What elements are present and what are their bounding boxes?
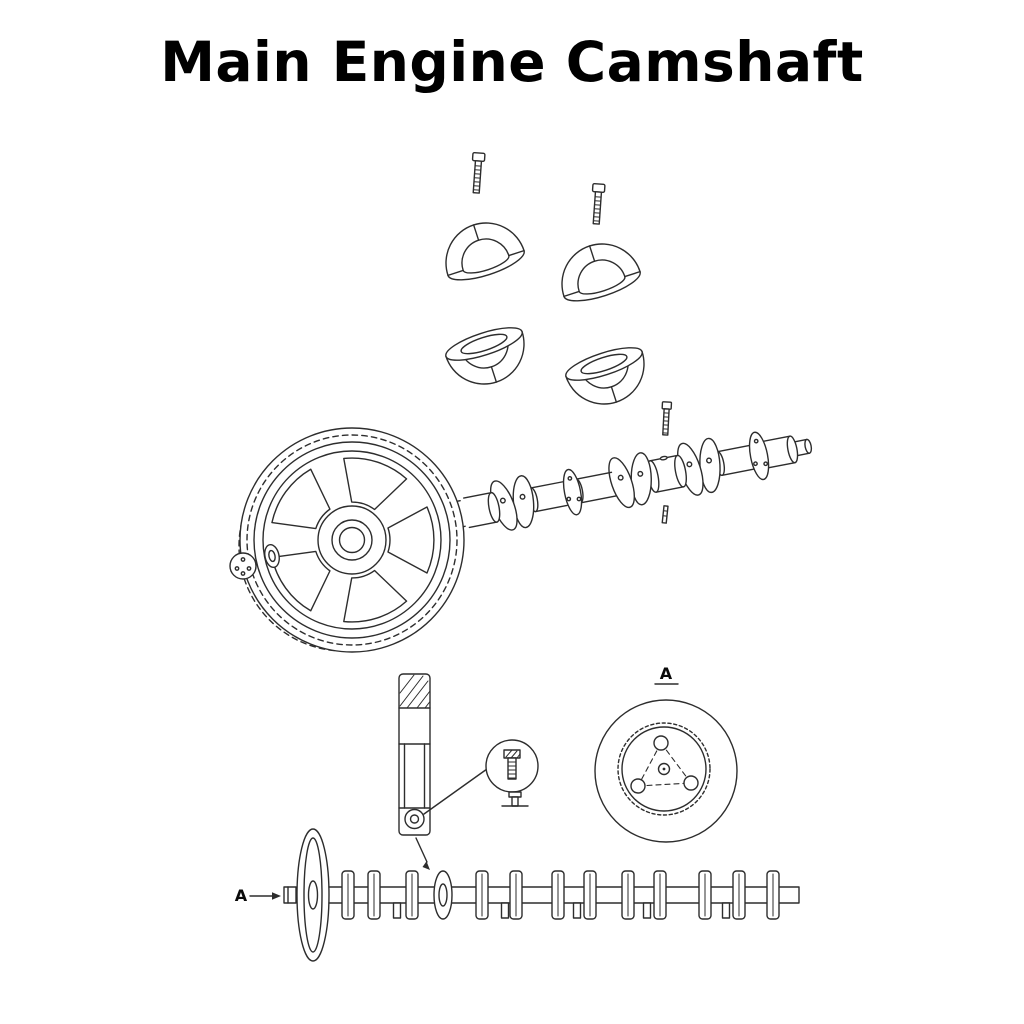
end-cap-flange bbox=[229, 552, 257, 580]
flange-disc bbox=[562, 468, 583, 516]
detail-view-label: A bbox=[660, 664, 673, 683]
bearing-shell-lower-left bbox=[441, 320, 536, 396]
bearing-shell-upper-left bbox=[434, 211, 529, 288]
gear-end-view: A bbox=[594, 664, 738, 843]
leader-line bbox=[423, 768, 488, 815]
camshaft-sprocket bbox=[238, 427, 465, 653]
cam-locking-bolt bbox=[661, 401, 673, 436]
cam-lobe bbox=[608, 457, 636, 509]
bolt-hole bbox=[653, 735, 669, 751]
follower-tab bbox=[572, 902, 582, 919]
pointer-arrow-to-shaft bbox=[415, 837, 430, 870]
camshaft-side-view: A bbox=[235, 828, 800, 962]
follower-tab bbox=[392, 902, 402, 919]
arrowhead-icon bbox=[422, 861, 430, 870]
side-view-label: A bbox=[235, 886, 248, 905]
follower-tab bbox=[500, 902, 510, 919]
gear-root bbox=[621, 726, 707, 812]
shaft-segment bbox=[716, 444, 755, 476]
bolt-detail-callout bbox=[423, 739, 539, 815]
follower-tab bbox=[642, 902, 652, 919]
bearing-bolt-right bbox=[591, 182, 606, 225]
spacer-washer bbox=[264, 543, 280, 569]
flange-disc bbox=[748, 431, 770, 481]
locking-pin bbox=[661, 505, 669, 524]
bearing-shell-lower-right bbox=[561, 340, 656, 416]
bearing-shell-upper-right bbox=[550, 232, 645, 309]
shaft-segment bbox=[575, 471, 617, 504]
shaft-end bbox=[283, 886, 297, 904]
pitch-lines bbox=[637, 742, 692, 787]
sprocket-rim bbox=[253, 441, 451, 639]
view-circle bbox=[594, 699, 738, 843]
shaft-journal bbox=[786, 435, 799, 464]
bearing-bolt-left bbox=[471, 151, 486, 194]
sprocket-teeth bbox=[246, 434, 458, 646]
mini-bolt-symbol bbox=[508, 791, 522, 798]
gear-teeth bbox=[617, 722, 711, 816]
shaft-bore bbox=[338, 526, 366, 554]
camshaft-assembly bbox=[414, 431, 813, 536]
follower-tab bbox=[721, 902, 731, 919]
detail-bolt-shank bbox=[507, 757, 517, 780]
page-title: Main Engine Camshaft bbox=[160, 30, 864, 94]
sprocket-rim-inner bbox=[262, 450, 442, 630]
journal-collar bbox=[433, 870, 453, 920]
link-arm bbox=[398, 673, 431, 836]
bolt-hole bbox=[683, 775, 699, 791]
shaft-segment bbox=[530, 481, 568, 513]
bolt-hole bbox=[659, 455, 668, 461]
bolt-hole bbox=[630, 778, 646, 794]
label-arrowhead-icon bbox=[272, 892, 281, 900]
